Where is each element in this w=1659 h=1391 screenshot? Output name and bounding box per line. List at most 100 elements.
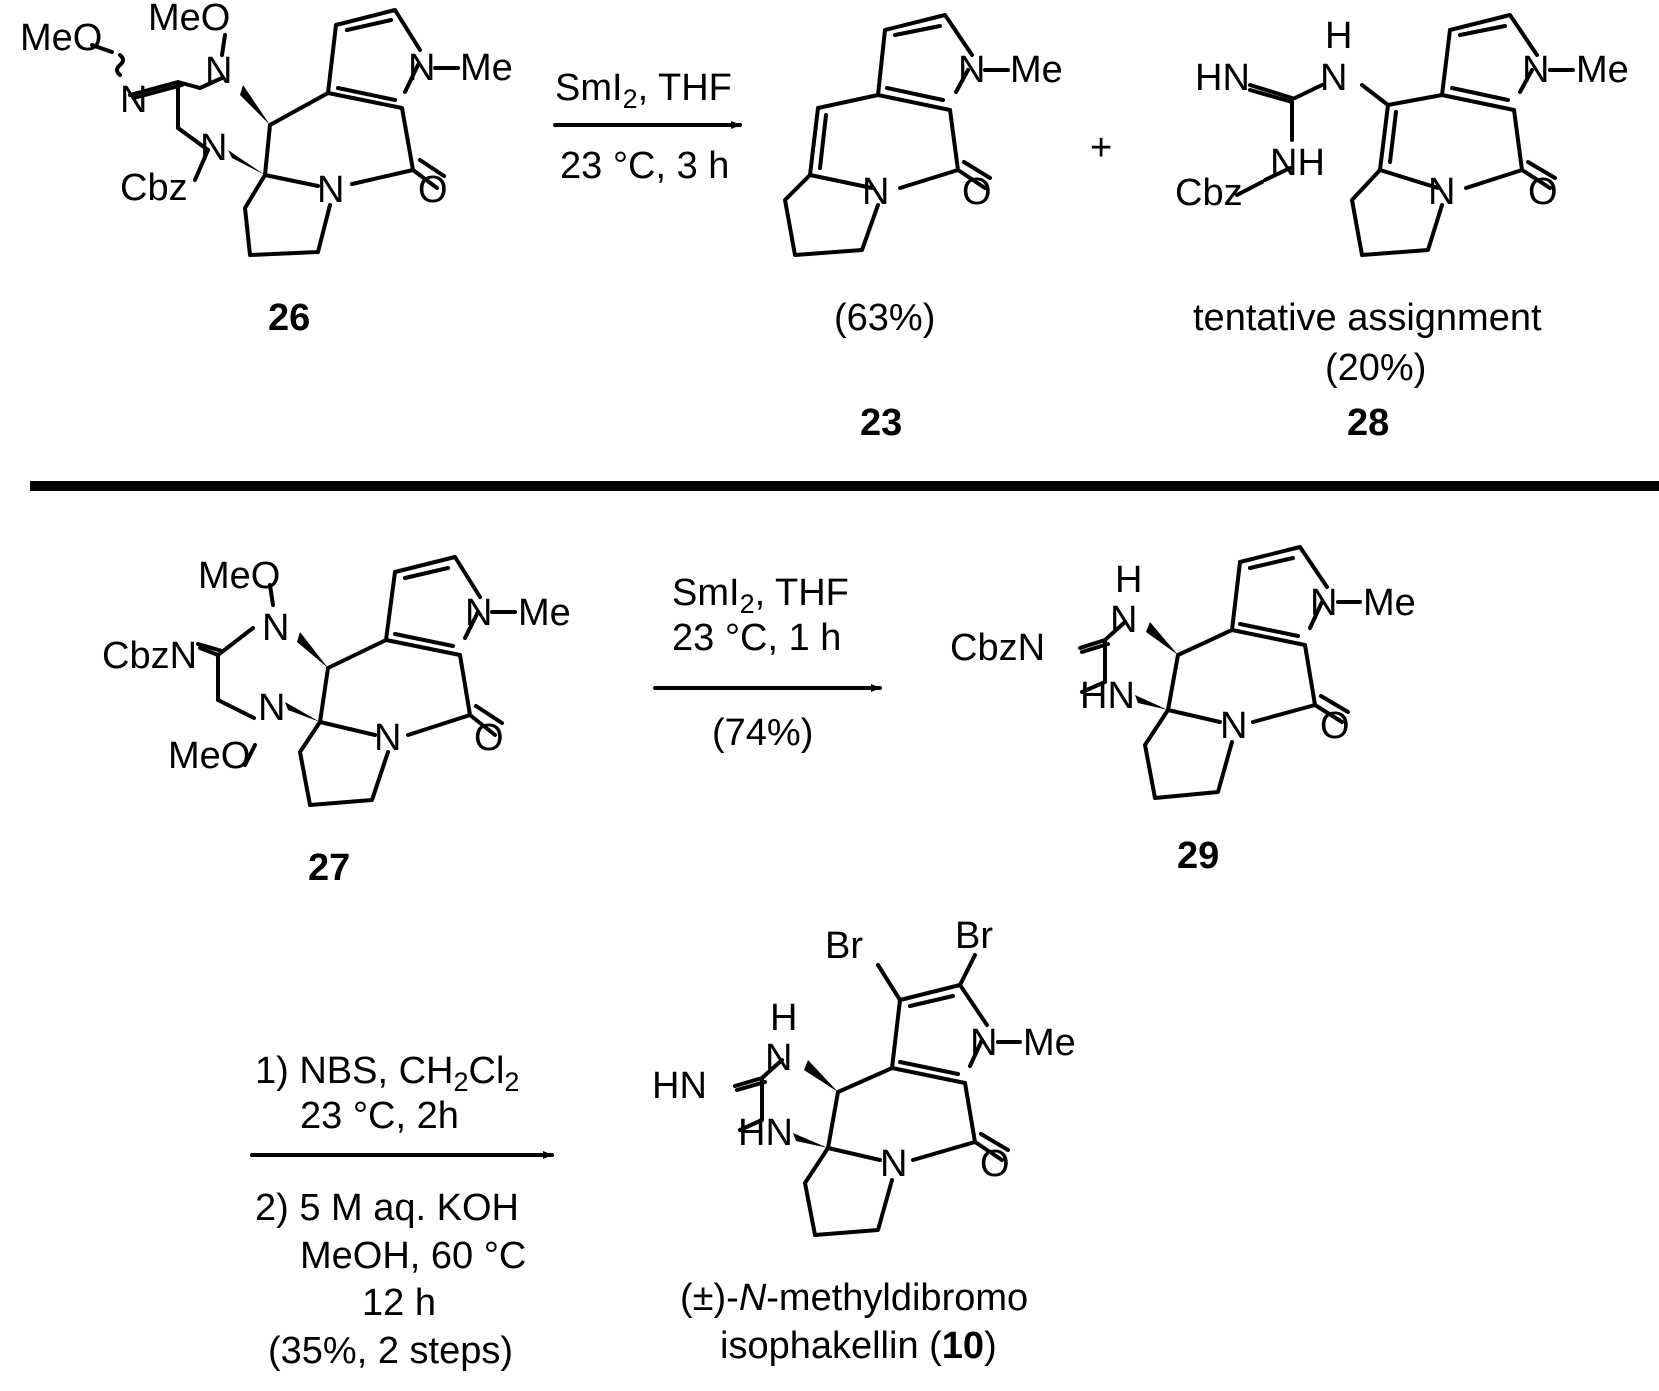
- c27-n-pyrrole: N: [465, 592, 492, 634]
- c29-n-amide: N: [1220, 705, 1247, 747]
- c28-o: O: [1528, 171, 1558, 213]
- c28-note: tentative assignment: [1193, 297, 1542, 339]
- c10-label: 10: [942, 1325, 984, 1367]
- c23-o: O: [962, 171, 992, 213]
- c10-br-1: Br: [825, 925, 863, 967]
- c27-wedge-1: [297, 632, 328, 668]
- c26-ring-bonds: [243, 123, 446, 257]
- reaction1: SmI2, THF 23 °C, 3 h: [553, 67, 742, 187]
- c26-me: Me: [460, 47, 513, 89]
- c26-wavy: [115, 53, 125, 77]
- c10-n-amide: N: [880, 1143, 907, 1185]
- c23-label: 23: [860, 402, 902, 444]
- reaction2: SmI2, THF 23 °C, 1 h (74%): [653, 572, 882, 754]
- c10-hn-imine: HN: [652, 1065, 707, 1107]
- c27-wedge-2: [285, 702, 320, 722]
- c28-cbz: Cbz: [1175, 172, 1243, 214]
- r1-reagent-tail: , THF: [638, 67, 732, 109]
- c27-cbzn: CbzN: [102, 635, 197, 677]
- c10-double: [735, 994, 960, 1092]
- c10-br-2: Br: [955, 915, 993, 957]
- c23-bonds: [783, 13, 992, 257]
- c23-yield: (63%): [834, 297, 935, 339]
- c27-o: O: [474, 717, 504, 759]
- c23-double: [818, 24, 945, 170]
- r1-conditions: 23 °C, 3 h: [560, 145, 729, 187]
- c29-o: O: [1320, 705, 1350, 747]
- c28-n-guan: N: [1320, 57, 1347, 99]
- c29-n-1: N: [1110, 599, 1137, 641]
- c29-cbzn: CbzN: [950, 627, 1045, 669]
- r3-step1-conditions: 23 °C, 2h: [300, 1095, 459, 1137]
- c26-cn-double: [132, 83, 184, 100]
- c10-name-italic: N: [739, 1277, 767, 1319]
- c26-double-bonds: [336, 18, 397, 102]
- c26-o: O: [418, 169, 448, 211]
- c28-nh: NH: [1270, 142, 1325, 184]
- c26-n-imine: N: [120, 79, 147, 121]
- scheme-divider: [30, 481, 1659, 491]
- c10-name-prefix: (±)-: [680, 1277, 739, 1319]
- r2-conditions: 23 °C, 1 h: [672, 617, 841, 659]
- c27-double: [196, 566, 455, 653]
- r3-step2-line1: 2) 5 M aq. KOH: [255, 1187, 519, 1229]
- svg-text:SmI2, THF: SmI2, THF: [555, 67, 732, 114]
- c10-n-1: N: [765, 1037, 792, 1079]
- c27-n-1: N: [262, 607, 289, 649]
- r1-plus: +: [1090, 127, 1112, 169]
- c28-me: Me: [1576, 49, 1629, 91]
- svg-text:1) NBS, CH2Cl2: 1) NBS, CH2Cl2: [255, 1050, 519, 1097]
- c26-cbz: Cbz: [120, 167, 188, 209]
- r3-step1: 1) NBS, CH: [255, 1050, 453, 1092]
- c27-me: Me: [518, 592, 571, 634]
- compound-26: MeO MeO N N N N Me N O Cbz 26: [20, 0, 513, 339]
- c28-yield: (20%): [1325, 347, 1426, 389]
- svg-text:SmI2, THF: SmI2, THF: [672, 572, 849, 619]
- c10-name-rest: -methyldibromo: [766, 1277, 1028, 1319]
- r3-step2-line2: MeOH, 60 °C: [300, 1235, 526, 1277]
- r2-yield: (74%): [712, 712, 813, 754]
- r2-reagent: SmI: [672, 572, 740, 614]
- c10-o: O: [980, 1143, 1010, 1185]
- c28-double: [1248, 24, 1510, 164]
- c26-meo-1: MeO: [20, 17, 102, 59]
- c10-me: Me: [1023, 1022, 1076, 1064]
- c28-label: 28: [1347, 402, 1389, 444]
- c28-n-amide: N: [1428, 171, 1455, 213]
- c27-meo-bottom: MeO: [168, 735, 250, 777]
- c26-label: 26: [268, 297, 310, 339]
- r3-step2-line3: 12 h: [362, 1282, 436, 1324]
- c27-n-2: N: [258, 687, 285, 729]
- c23-n-amide: N: [862, 171, 889, 213]
- c10-n-pyrrole: N: [970, 1022, 997, 1064]
- c28-h: H: [1325, 15, 1352, 57]
- c26-n-pyrrole: N: [408, 47, 435, 89]
- compound-29: H N CbzN HN N Me N O 29: [950, 545, 1416, 877]
- c26-wedge-1: [240, 85, 270, 125]
- c23-me: Me: [1010, 49, 1063, 91]
- c10-name-close: ): [984, 1325, 997, 1367]
- c29-me: Me: [1363, 582, 1416, 624]
- compound-10: Br Br H N HN HN N Me N O (±)-N-methyldib…: [652, 915, 1076, 1367]
- reaction3: 1) NBS, CH2Cl2 23 °C, 2h 2) 5 M aq. KOH …: [250, 1050, 554, 1372]
- c28-bonds: [1235, 13, 1557, 257]
- c29-label: 29: [1177, 835, 1219, 877]
- c10-name-line1: (±)-N-methyldibromo: [680, 1277, 1028, 1319]
- r3-step1-sub1: 2: [453, 1067, 468, 1097]
- c10-name-line2-text: isophakellin (: [720, 1325, 942, 1367]
- r3-step1-sub2: 2: [504, 1067, 519, 1097]
- c10-name-line2: isophakellin (10): [720, 1325, 997, 1367]
- c27-label: 27: [308, 847, 350, 889]
- c10-wedge-1: [804, 1060, 838, 1092]
- c29-wedge-1: [1146, 622, 1178, 655]
- c26-n-1: N: [205, 50, 232, 92]
- c26-o-n: [90, 33, 227, 182]
- c28-hn: HN: [1195, 57, 1250, 99]
- c26-wedge-2: [228, 150, 265, 175]
- c26-n-amide: N: [317, 169, 344, 211]
- compound-23: N Me N O (63%) 23: [783, 13, 1063, 444]
- r2-reagent-sub: 2: [740, 589, 755, 619]
- r1-reagent-sub: 2: [623, 84, 638, 114]
- c29-double: [1080, 556, 1300, 654]
